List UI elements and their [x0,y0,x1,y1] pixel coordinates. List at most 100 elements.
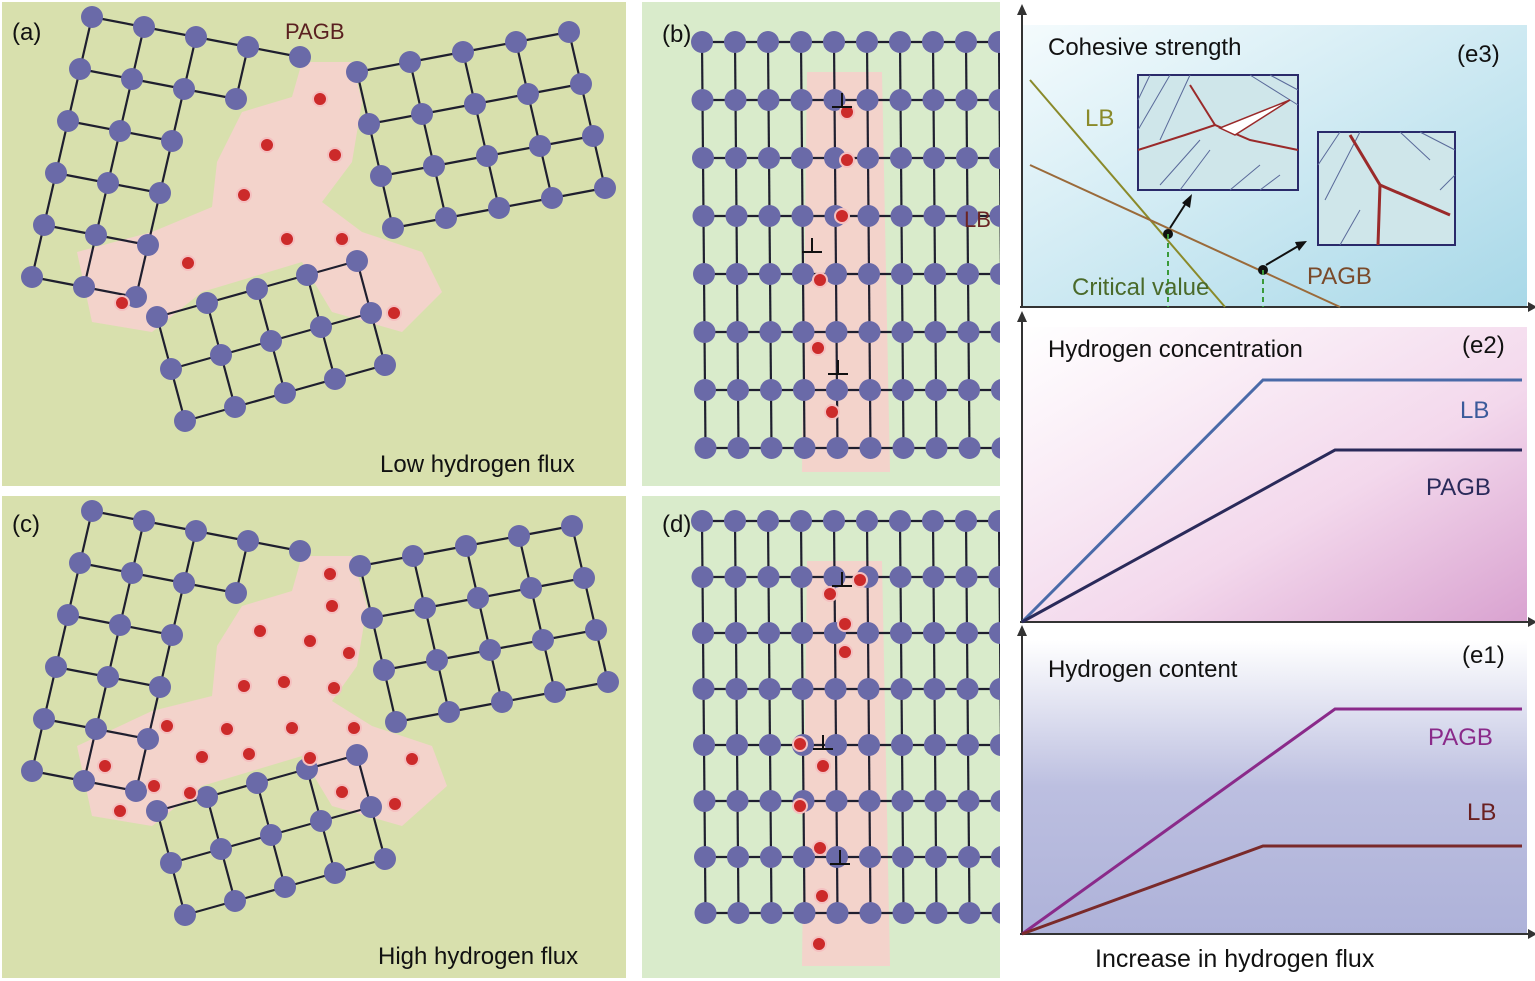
hydrogen-atom [404,751,420,767]
hydrogen-atom [236,678,252,694]
lattice-atom [991,437,1000,459]
lattice-atom [544,681,566,703]
dislocation-symbol [813,735,833,750]
lattice-atom [891,790,914,812]
lattice-atom [382,217,404,239]
lattice-atom [989,678,1000,700]
lattice-atom [727,379,749,401]
lattice-atom [85,718,107,740]
lattice-atom [374,354,396,376]
lattice-atom [45,656,67,678]
lattice-atom [246,772,268,794]
lattice-atom [892,437,915,459]
pagb-line-label: PAGB [1426,474,1491,501]
lattice-atom [373,659,395,681]
lattice-atom [759,790,782,812]
lattice-atom [826,437,849,459]
lattice-atom [585,619,607,641]
panel-c: (c) High hydrogen flux [2,496,626,978]
hydrogen-atom [346,720,362,736]
panel-e-charts: Cohesive strength (e3) LB Critical value… [1017,4,1535,939]
lattice-atom [826,379,848,401]
lattice-atom [423,155,445,177]
lattice-atom [385,711,407,733]
lattice-atom [925,379,947,401]
hydrogen-atom [146,778,162,794]
lattice-atom [694,379,716,401]
lattice-atom [990,734,1000,756]
hydrogen-atom [259,137,275,153]
lattice-atom [890,205,913,227]
lattice-atom [358,113,380,135]
lattice-atom [517,83,539,105]
chart-e3-tag: (e3) [1457,41,1500,68]
panel-caption: High hydrogen flux [378,943,578,970]
lattice-atom [274,382,296,404]
lattice-atom [823,31,845,53]
lattice-atom [532,629,554,651]
lattice-atom [991,379,1000,401]
lattice-atom [957,321,980,343]
lattice-atom [826,846,848,868]
lattice-atom [467,587,489,609]
lattice-atom [508,525,530,547]
lattice-atom [859,379,881,401]
lattice-atom [346,250,368,272]
lattice-atom [790,31,812,53]
lattice-atom [922,89,945,111]
lattice-atom [210,838,232,860]
atom-lattice-bottom [146,744,396,926]
chart-e3: Cohesive strength (e3) LB Critical value… [1017,4,1535,312]
dislocation-symbol [832,572,852,587]
lattice-atom [133,510,155,532]
lattice-atom [426,649,448,671]
lattice-atom [121,562,143,584]
lattice-atom [45,162,67,184]
lattice-atom [889,510,911,532]
hydrogen-atom [792,798,808,814]
hydrogen-atom [114,295,130,311]
lattice-atom [858,790,881,812]
lattice-atom [857,622,879,644]
lattice-atom [758,147,780,169]
lattice-atom [570,73,592,95]
lattice-atom [573,567,595,589]
lattice-atom [889,31,911,53]
lattice-atom [793,437,816,459]
lattice-atom [990,321,1000,343]
lattice-atom [857,205,880,227]
critical-value-label: Critical value [1072,274,1209,301]
lattice-atom [455,535,477,557]
lattice-atom [923,205,946,227]
lattice-atom [33,708,55,730]
chart-e2-tag: (e2) [1462,332,1505,359]
chart-e1: Hydrogen content (e1) PAGB LB [1017,625,1535,939]
lattice-atom [791,622,813,644]
hydrogen-atom [386,305,402,321]
y-axis-arrow [1017,625,1027,636]
panel-d-diagram: (d) [662,510,1000,966]
atom-lattice [691,510,1000,924]
lb-line-label: LB [1460,397,1489,424]
lattice-atom [957,734,979,756]
lattice-atom [160,852,182,874]
lattice-atom [160,358,182,380]
lattice-atom [73,276,95,298]
lattice-atom [760,437,783,459]
hydrogen-atom [815,758,831,774]
lattice-atom [858,734,880,756]
lattice-atom [725,678,748,700]
lattice-atom [727,902,750,924]
lattice-atom [925,437,948,459]
lattice-atom [725,147,747,169]
lattice-atom [541,187,563,209]
lattice-atom [958,846,980,868]
panel-a-diagram: (a) PAGB Low hydrogen flux [12,6,616,478]
lb-label: LB [964,207,991,232]
lattice-atom [692,678,715,700]
lattice-atom [310,316,332,338]
lattice-atom [856,510,878,532]
hydrogen-atom [236,187,252,203]
atom-lattice-right [346,21,616,239]
lattice-atom [558,21,580,43]
